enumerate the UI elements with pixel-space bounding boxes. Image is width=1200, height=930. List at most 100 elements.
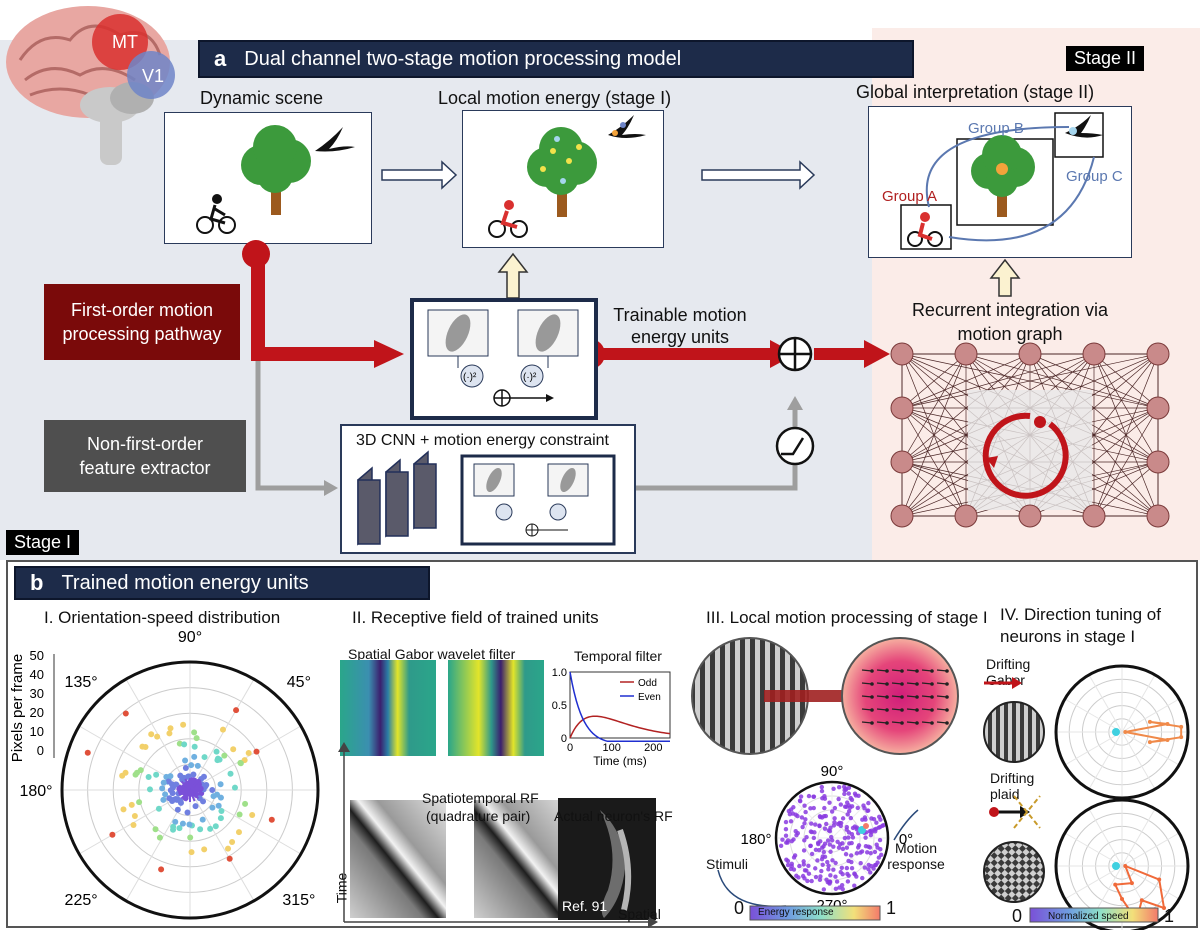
tf-y-tick: 0.5 [552,700,567,712]
p3-point [811,835,817,841]
p4-bar-min: 0 [1012,906,1023,926]
tuning-point [1120,897,1124,901]
tf-x-tick: 200 [644,742,662,754]
p3-point [862,865,868,870]
tf-x-tick: 100 [602,742,620,754]
global-drawing [900,112,1104,250]
graph-node [954,504,978,528]
speed-point [167,773,174,780]
panel-b-banner: b Trained motion energy units [14,566,430,600]
tf-y-tick: 1.0 [552,667,567,679]
p4-plaid-label: Drifting plaid [990,770,1035,802]
p3-point [843,851,849,857]
p3-response-label: Motion response [887,840,945,872]
p4-title: IV. Direction tuning of neurons in stage… [1000,605,1161,646]
p3-point [863,835,868,840]
graph-node [1146,450,1170,474]
p3-point [878,847,883,852]
p3-point [844,865,850,871]
dynamic-scene-label: Dynamic scene [200,88,324,108]
p3-point [808,806,813,811]
p3-bar-max: 1 [886,898,897,918]
brain-illustration: MT V1 [6,6,175,165]
p3-point [877,837,883,843]
group-b-label: Group B [968,120,1024,137]
motion-vector-head [915,695,919,699]
motion-vector-head [930,695,934,699]
p3-point [847,805,853,810]
speed-point [235,829,242,836]
p3-point [840,886,845,892]
p4-spoke [1121,731,1180,766]
speed-point [176,825,183,832]
speed-point [245,750,252,757]
p4-spoke [1121,731,1156,790]
speed-point [162,791,169,798]
speed-point [196,795,203,802]
motion-vector-head [900,721,904,725]
tuning-point [1123,730,1128,734]
p3-point [817,823,822,828]
graph-node [890,396,914,420]
speed-point [249,812,256,819]
speed-point [217,794,224,801]
graph-node [1082,342,1106,366]
p3-point [844,845,850,850]
p3-angle-label: 0° [899,831,913,848]
motion-vector-head [915,669,919,673]
y-tick-label: 40 [30,667,44,682]
p3-point [783,833,789,838]
p4-spoke [1064,731,1123,766]
orientation-speed-polar-plot: 90°45°0°315°270°225°180°135°50403020100P… [9,629,320,920]
graph-edge [901,353,1031,409]
speed-point [201,846,208,853]
p3-point [803,817,808,822]
p3-point [845,879,851,884]
p2-temporal-label: Temporal filter [574,648,662,664]
speed-point [181,741,188,748]
p3-point [800,824,805,830]
p3-point [825,838,831,843]
p3-point [850,835,856,840]
p4-outer-ring [1054,664,1190,800]
motion-vector-head [945,682,949,686]
tuning-point [1139,898,1144,903]
motion-vector-head [885,682,889,686]
p3-point [828,849,833,854]
p3-point [785,862,791,868]
tuning-point [1147,719,1152,724]
p3-point [802,821,807,826]
p3-point [784,840,789,845]
motion-vector-head [915,708,919,712]
speed-point [172,818,179,825]
speed-point [191,753,198,760]
p3-point [836,784,842,790]
p3-point [816,847,822,853]
speed-point [174,806,181,813]
p3-point [840,816,846,821]
polar-angle-label: 225° [65,892,98,909]
polar-spoke [189,678,255,791]
p3-point [865,850,870,855]
speed-point [233,707,240,714]
graph-edge [901,461,967,517]
speed-point [194,762,201,769]
speed-point [237,760,244,767]
tuning-point [1129,881,1134,886]
speed-point [253,748,260,755]
speed-point [152,826,159,833]
speed-point [148,731,155,738]
p3-point [878,817,883,822]
p3-point [830,858,835,863]
motion-vector-head [885,669,889,673]
speed-point [197,826,204,833]
speed-point [201,754,208,761]
p3-point [868,851,873,856]
p3-point [813,874,819,880]
p3-point [866,866,871,872]
speed-point [187,834,194,841]
polar-angle-label: 180° [19,783,52,800]
p3-point [868,870,873,875]
tuning-point [1165,738,1170,743]
p3-point [854,874,859,879]
